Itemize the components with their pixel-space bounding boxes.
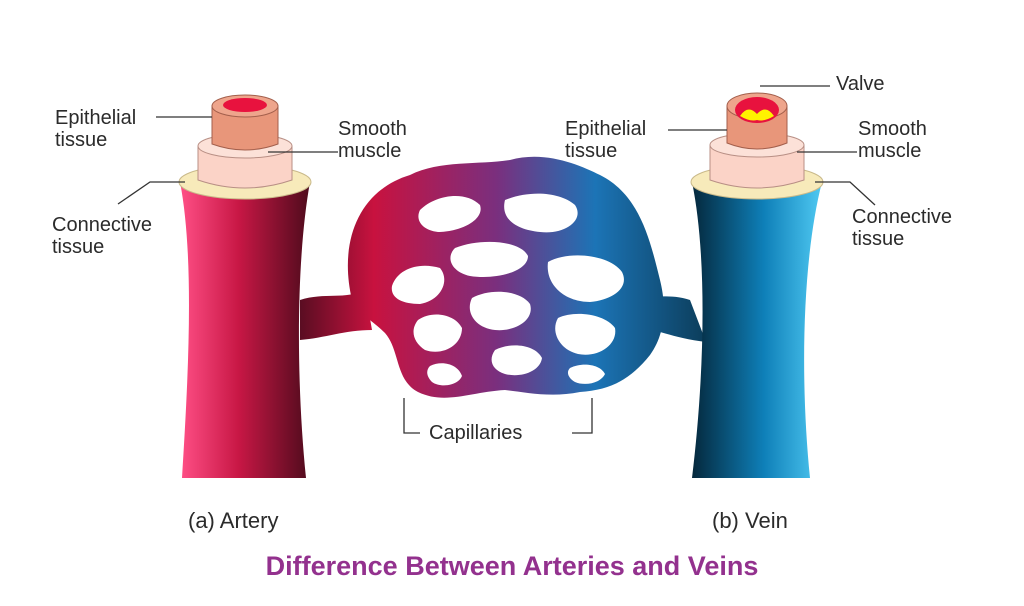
label-vein-connective-tissue: Connective tissue bbox=[852, 206, 953, 250]
caption-artery: (a) Artery bbox=[188, 508, 279, 533]
vein-illustration bbox=[690, 92, 824, 478]
valve-shape bbox=[740, 109, 774, 121]
diagram-title: Difference Between Arteries and Veins bbox=[265, 551, 759, 581]
label-vein-epithelial-tissue: Epithelial tissue bbox=[565, 118, 647, 162]
label-vein-smooth-muscle: Smooth muscle bbox=[858, 118, 927, 162]
label-capillaries: Capillaries bbox=[429, 422, 523, 444]
label-artery-connective-tissue: Connective tissue bbox=[52, 214, 153, 258]
label-vein-valve: Valve bbox=[836, 73, 885, 95]
leader-lines bbox=[117, 85, 876, 434]
label-artery-smooth-muscle: Smooth muscle bbox=[338, 118, 407, 162]
label-artery-epithelial-tissue: Epithelial tissue bbox=[55, 107, 137, 151]
caption-vein: (b) Vein bbox=[712, 508, 788, 533]
capillary-network bbox=[300, 156, 706, 398]
